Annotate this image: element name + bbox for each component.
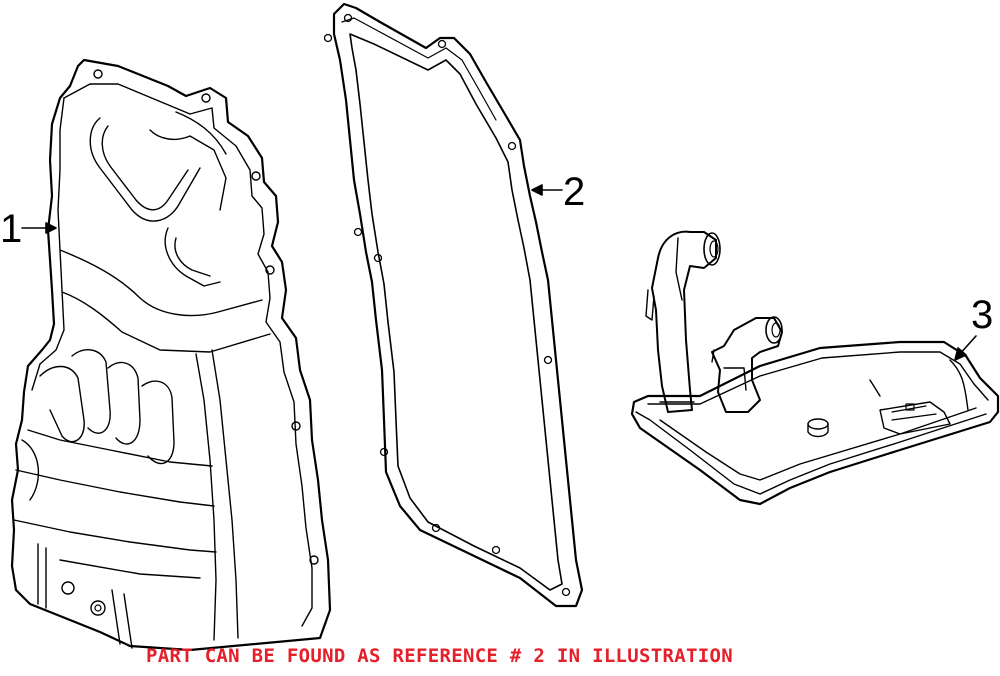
callout-2-arrow [531,184,563,196]
gasket-inner [349,33,563,591]
filter [630,230,1000,506]
gasket-outer [332,2,584,608]
oil-pan [10,58,332,652]
callout-1: 1 [0,207,23,251]
callout-2: 2 [563,170,586,214]
callout-1-arrow [21,222,57,234]
reference-footnote: PART CAN BE FOUND AS REFERENCE # 2 IN IL… [146,645,733,667]
callout-3: 3 [971,293,994,337]
callout-3-arrow [954,335,977,361]
oil-pan-outline [10,58,332,652]
filter-pipe-tall [651,230,717,413]
filter-pipe-short [711,317,783,413]
gasket [323,2,584,608]
filter-body [630,340,1000,506]
